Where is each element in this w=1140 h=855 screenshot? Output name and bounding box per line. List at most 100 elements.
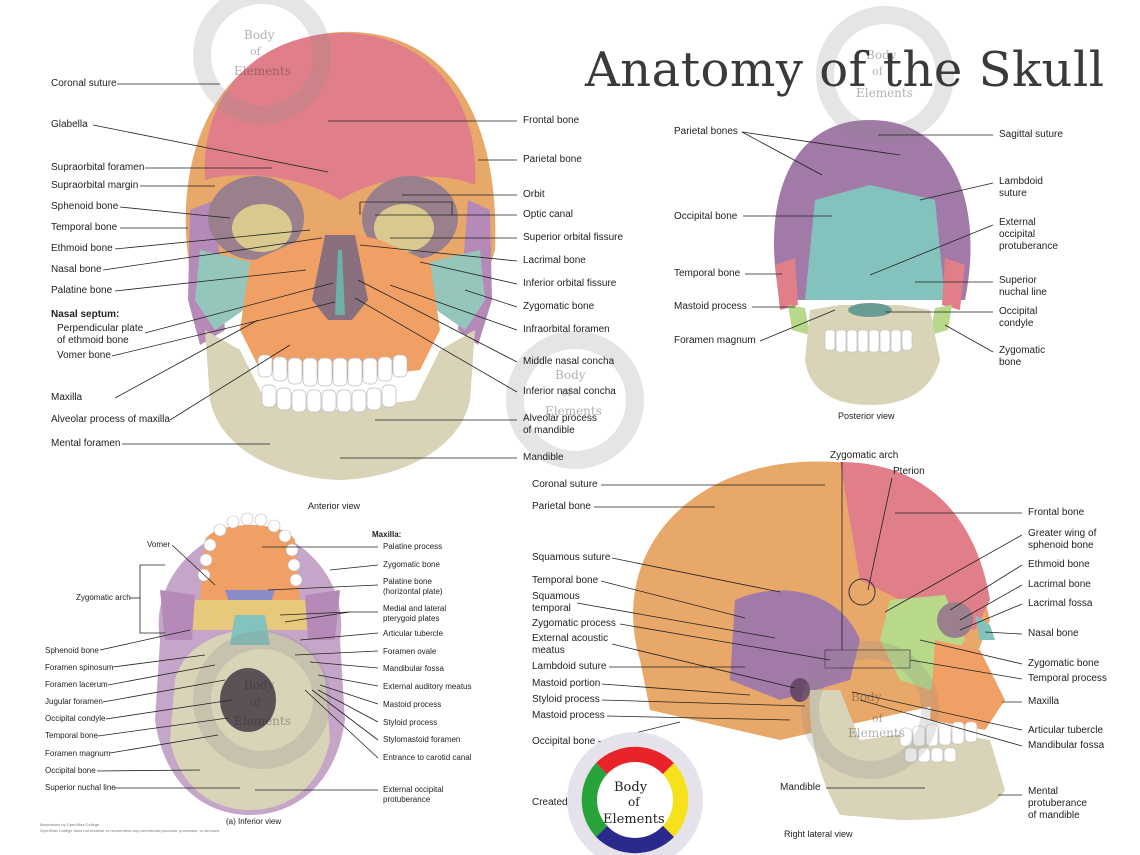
label-inferior-articular-tubercle: Articular tubercle bbox=[383, 629, 444, 638]
label-lateral-maxilla: Maxilla bbox=[1028, 696, 1060, 707]
label-orbit: Orbit bbox=[523, 189, 545, 200]
watermark-1-text-2: of bbox=[250, 45, 261, 58]
lateral-acoustic-meatus bbox=[790, 678, 810, 702]
label-lateral-temporal-bone: Temporal bone bbox=[532, 575, 599, 586]
watermark-2-text-3: Elements bbox=[856, 86, 913, 100]
label-ethmoid-bone: Ethmoid bone bbox=[51, 243, 113, 254]
label-jugular-foramen: Jugular foramen bbox=[45, 697, 103, 706]
label-superior-orbital-fissure: Superior orbital fissure bbox=[523, 232, 624, 243]
label-foramen-lacerum: Foramen lacerum bbox=[45, 680, 108, 689]
label-lateral-lacrimal-bone: Lacrimal bone bbox=[1028, 579, 1091, 590]
watermark-2-text-1: Body bbox=[866, 48, 897, 62]
posterior-skull bbox=[774, 120, 971, 405]
label-inferior-foramen-magnum: Foramen magnum bbox=[45, 749, 111, 758]
lateral-temporal bbox=[730, 590, 860, 700]
watermark-1-text-1: Body bbox=[244, 28, 275, 42]
label-mental-foramen: Mental foramen bbox=[51, 438, 121, 449]
label-parietal-bone: Parietal bone bbox=[523, 154, 582, 165]
label-frontal-bone: Frontal bone bbox=[523, 115, 580, 126]
label-pterygoid-plates: Medial and lateral pterygoid plates bbox=[383, 604, 447, 623]
watermark-3-text-3: Elements bbox=[545, 404, 602, 418]
label-middle-nasal-concha: Middle nasal concha bbox=[523, 356, 615, 367]
label-lacrimal-fossa: Lacrimal fossa bbox=[1028, 598, 1093, 609]
label-alveolar-process-mandible: Alveolar process of mandible bbox=[523, 413, 597, 436]
inferior-skull bbox=[155, 512, 345, 815]
watermark-5-text-3: Elements bbox=[848, 726, 905, 740]
logo-ring-segment bbox=[662, 763, 689, 837]
watermark-logos bbox=[193, 0, 954, 779]
label-mandible: Mandible bbox=[523, 452, 564, 463]
label-inferior-external-occipital-protuberance: External occipital protuberance bbox=[383, 785, 444, 804]
label-posterior-temporal-bone: Temporal bone bbox=[674, 268, 741, 279]
label-occipital-bone: Occipital bone bbox=[674, 211, 738, 222]
label-maxilla: Maxilla bbox=[51, 392, 83, 403]
watermark-5-text-1: Body bbox=[851, 690, 882, 704]
label-occipital-condyle: Occipital condyle bbox=[999, 306, 1038, 329]
watermark-4-text-1: Body bbox=[244, 678, 275, 692]
lateral-teeth bbox=[899, 721, 978, 763]
anterior-mandible bbox=[205, 330, 475, 480]
body-of-elements-logo bbox=[567, 732, 703, 855]
anterior-orbit-inner-right bbox=[374, 204, 434, 252]
label-lateral-occipital-bone: Occipital bone bbox=[532, 736, 596, 747]
label-supraorbital-foramen: Supraorbital foramen bbox=[51, 162, 145, 173]
label-nasal-bone: Nasal bone bbox=[51, 264, 102, 275]
label-foramen-ovale: Foramen ovale bbox=[383, 647, 437, 656]
posterior-temporal-left bbox=[775, 258, 798, 310]
label-inferior-zygomatic-bone: Zygomatic bone bbox=[383, 560, 440, 569]
label-perpendicular-plate: Perpendicular plate of ethmoid bone bbox=[57, 323, 144, 346]
watermark-5-text-2: of bbox=[872, 712, 883, 725]
lateral-frontal bbox=[840, 462, 990, 630]
label-lateral-parietal-bone: Parietal bone bbox=[532, 501, 591, 512]
posterior-foramen-magnum bbox=[848, 303, 892, 317]
posterior-teeth bbox=[824, 329, 913, 353]
inferior-maxilla-palate bbox=[200, 525, 300, 600]
label-supraorbital-margin: Supraorbital margin bbox=[51, 180, 139, 191]
anterior-skull bbox=[185, 31, 496, 480]
leader-lines bbox=[92, 83, 1023, 796]
label-lateral-mandible: Mandible bbox=[780, 782, 821, 793]
label-lateral-mandibular-fossa: Mandibular fossa bbox=[1028, 740, 1105, 751]
label-greater-wing: Greater wing of sphenoid bone bbox=[1028, 528, 1097, 551]
inferior-temporal-teal bbox=[230, 615, 270, 645]
label-inferior-mandibular-fossa: Mandibular fossa bbox=[383, 664, 444, 673]
label-palatine-bone: Palatine bone bbox=[51, 285, 113, 296]
label-lateral-lambdoid-suture: Lambdoid suture bbox=[532, 661, 607, 672]
label-pterion: Pterion bbox=[893, 466, 925, 477]
credit-line-2: OpenStax College does not endorse or rec… bbox=[40, 828, 221, 833]
posterior-occipital-bone bbox=[805, 185, 945, 300]
label-lacrimal-bone: Lacrimal bone bbox=[523, 255, 586, 266]
logo-ring-segment bbox=[581, 763, 608, 837]
label-carotid-canal: Entrance to carotid canal bbox=[383, 753, 472, 762]
label-inferior-occipital-condyle: Occipital condyle bbox=[45, 714, 106, 723]
inferior-zygomatic-right bbox=[305, 590, 340, 640]
label-lateral-frontal-bone: Frontal bone bbox=[1028, 507, 1085, 518]
lateral-maxilla bbox=[930, 640, 1005, 730]
label-inferior-palatine-bone: Palatine bone (horizontal plate) bbox=[383, 577, 443, 596]
label-lateral-styloid-process: Styloid process bbox=[532, 694, 600, 705]
label-optic-canal: Optic canal bbox=[523, 209, 574, 220]
label-mental-protuberance: Mental protuberance of mandible bbox=[1028, 786, 1087, 821]
label-temporal-process: Temporal process bbox=[1028, 673, 1107, 684]
posterior-zygomatic-right bbox=[930, 305, 952, 335]
label-stylomastoid-foramen: Stylomastoid foramen bbox=[383, 735, 461, 744]
label-inferior-occipital-bone: Occipital bone bbox=[45, 766, 96, 775]
label-inferior-temporal-bone: Temporal bone bbox=[45, 731, 98, 740]
label-lateral-ethmoid-bone: Ethmoid bone bbox=[1028, 559, 1090, 570]
label-created: Created bbox=[532, 797, 568, 808]
anterior-teeth bbox=[257, 354, 408, 413]
watermark-5 bbox=[801, 641, 939, 779]
label-external-occipital-protuberance: External occipital protuberance bbox=[999, 217, 1058, 252]
anterior-orbit-inner-left bbox=[232, 204, 292, 252]
label-parietal-bones: Parietal bones bbox=[674, 126, 738, 137]
anterior-nasal-septum bbox=[335, 250, 345, 315]
anterior-zygomatic-right bbox=[422, 250, 485, 330]
label-inferior-superior-nuchal-line: Superior nuchal line bbox=[45, 783, 116, 792]
watermark-1-text-3: Elements bbox=[234, 64, 291, 78]
label-inferior-zygomatic-arch: Zygomatic arch bbox=[76, 593, 131, 602]
label-lateral-coronal-suture: Coronal suture bbox=[532, 479, 598, 490]
caption-right-lateral-view: Right lateral view bbox=[784, 829, 853, 839]
label-maxilla-header: Maxilla: bbox=[372, 530, 402, 539]
label-inferior-vomer: Vomer bbox=[147, 540, 171, 549]
